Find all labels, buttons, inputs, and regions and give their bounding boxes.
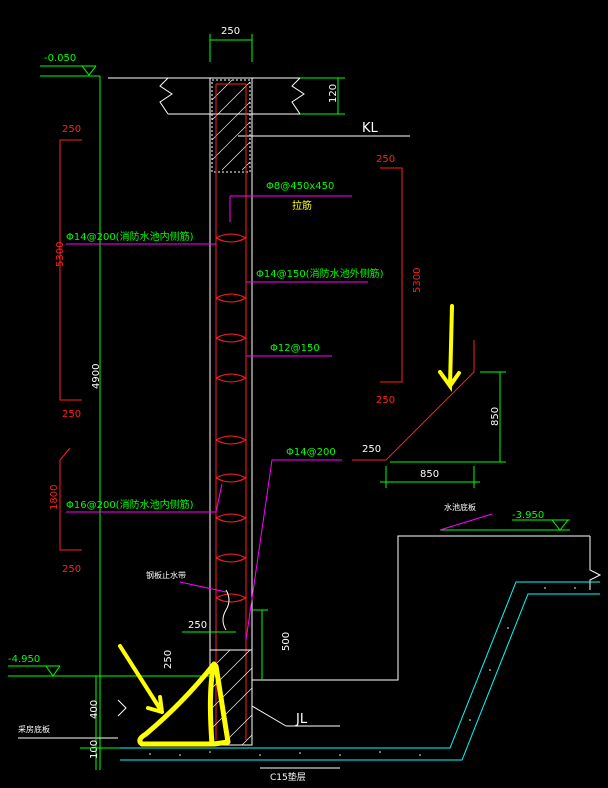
jl-text: JL bbox=[295, 712, 308, 727]
arrow-icon bbox=[438, 304, 461, 393]
waterstop-label: 钢板止水带 bbox=[146, 570, 186, 580]
dim-1800: 1800 bbox=[49, 485, 60, 510]
dim-wall-height: 4900 bbox=[91, 76, 102, 770]
slab-kl: 120 bbox=[108, 77, 345, 115]
c15-text: C15垫层 bbox=[270, 771, 306, 783]
wall bbox=[209, 78, 253, 745]
dim-right-top-250: 250 bbox=[376, 154, 395, 165]
tie-bar-label: Φ8@450x450 bbox=[266, 181, 334, 192]
rebar-lower-label: Φ14@200 bbox=[286, 447, 336, 458]
floor-slab-label: 采房底板 bbox=[18, 724, 50, 734]
level-right-text: -3.950 bbox=[512, 510, 544, 521]
pool-bottom-label: 水池底板 bbox=[444, 502, 476, 512]
kl-text: KL bbox=[362, 121, 379, 136]
rebar-mid-label: Φ12@150 bbox=[270, 343, 320, 354]
dim-base-500: 500 bbox=[281, 632, 292, 651]
left-bracket-lower: 1800 250 bbox=[49, 447, 82, 575]
tie-note-label: 拉筋 bbox=[292, 199, 312, 212]
level-top: -0.050 bbox=[40, 53, 100, 77]
soil-boundary bbox=[120, 581, 600, 761]
top-dimension: 250 bbox=[209, 26, 253, 62]
dim-base-400: 400 bbox=[89, 700, 100, 719]
floor-slab: 采房底板 400 100 bbox=[18, 676, 127, 770]
kl-label: KL bbox=[238, 121, 410, 137]
dim-left-5300: 5300 bbox=[55, 242, 66, 267]
arrow-icon bbox=[118, 644, 164, 714]
level-bottom-text: -4.950 bbox=[8, 654, 40, 665]
detail-bend: 250 850 850 bbox=[352, 340, 506, 488]
dim-base-250a: 250 bbox=[188, 620, 207, 631]
rebar-inner-lower-label: Φ16@200(消防水池内侧筋) bbox=[66, 498, 194, 511]
dim-left-upper-250: 250 bbox=[62, 124, 81, 135]
dim-detail-250: 250 bbox=[362, 444, 381, 455]
dim-4900: 4900 bbox=[91, 364, 102, 389]
yellow-annotations bbox=[118, 304, 461, 747]
right-bracket: 250 5300 250 bbox=[376, 154, 423, 406]
level-bottom: -4.950 bbox=[8, 654, 210, 677]
highlight-triangle bbox=[137, 661, 231, 747]
dim-right-5300: 5300 bbox=[412, 268, 423, 293]
base-jl: JL bbox=[209, 649, 340, 746]
dim-detail-850-h: 850 bbox=[490, 407, 501, 426]
dim-bottom-250: 250 bbox=[62, 564, 81, 575]
dim-detail-850-w: 850 bbox=[420, 469, 439, 480]
dim-left-lower-250: 250 bbox=[62, 409, 81, 420]
rebar-outer-label: Φ14@150(消防水池外侧筋) bbox=[256, 267, 384, 280]
rebar-inner-upper-label: Φ14@200(消防水池内侧筋) bbox=[66, 230, 194, 243]
dim-base-100: 100 bbox=[89, 740, 100, 759]
pool-bottom-structure: 水池底板 -3.950 bbox=[252, 502, 602, 681]
rebar-callouts: Φ8@450x450 拉筋 Φ14@200(消防水池内侧筋) Φ14@150(消… bbox=[66, 181, 384, 641]
base-dims: 250 250 500 bbox=[163, 609, 292, 680]
level-top-text: -0.050 bbox=[44, 53, 76, 64]
left-bracket-upper: 250 5300 250 bbox=[55, 124, 82, 420]
c15-label: C15垫层 bbox=[260, 767, 340, 783]
dim-slab-120: 120 bbox=[328, 84, 339, 103]
waterstop: 钢板止水带 bbox=[146, 570, 230, 631]
dim-right-bottom-250: 250 bbox=[376, 395, 395, 406]
rebars bbox=[215, 83, 247, 740]
dim-top-250: 250 bbox=[221, 26, 240, 37]
dim-base-250b: 250 bbox=[163, 650, 174, 669]
